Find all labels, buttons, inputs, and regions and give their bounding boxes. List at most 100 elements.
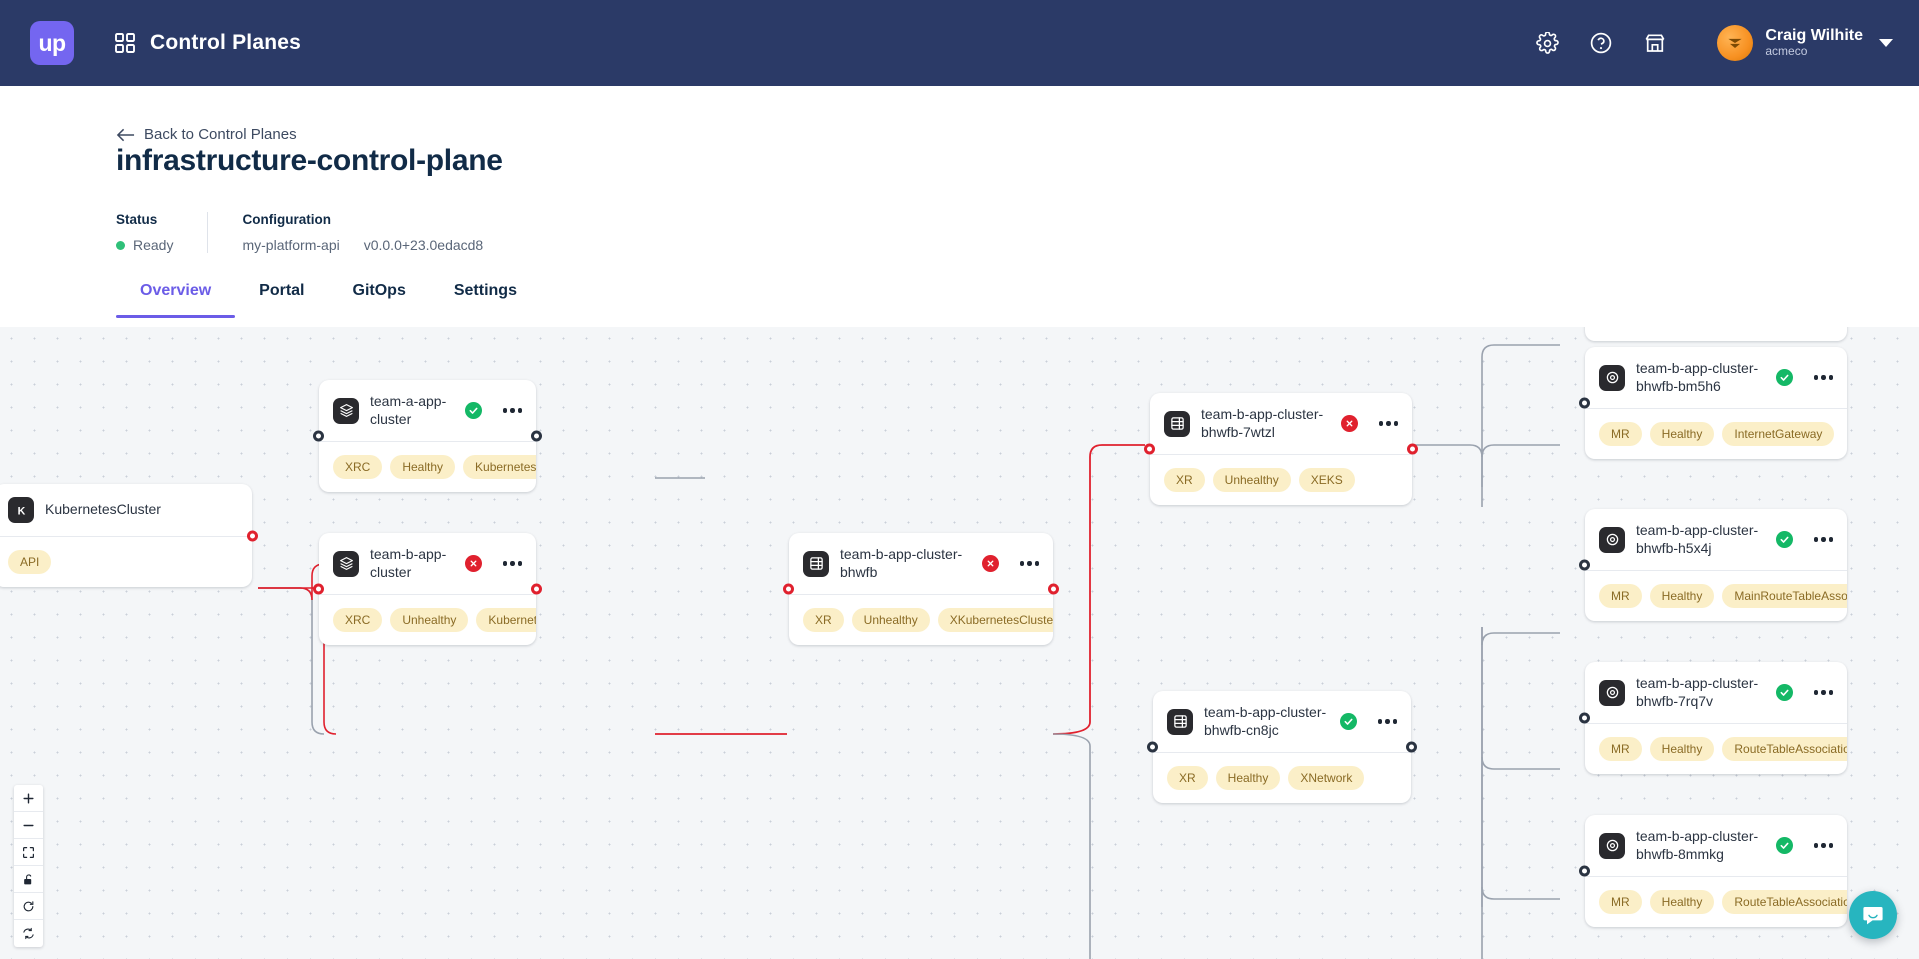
status-dot-icon	[116, 240, 125, 250]
graph-node[interactable]: team-b-app-cluster-bhwfb XR Unhealthy XK…	[783, 533, 1059, 645]
status-unhealthy-icon	[981, 555, 999, 572]
node-handle-left[interactable]	[783, 583, 794, 595]
node-divider	[1153, 752, 1411, 753]
node-handle-right[interactable]	[247, 530, 258, 541]
node-handle-right[interactable]	[531, 430, 542, 442]
node-divider	[319, 441, 536, 442]
resource-graph-canvas[interactable]: K KubernetesCluster API team-a-app-clust…	[0, 327, 1919, 959]
node-menu-button[interactable]	[502, 408, 522, 413]
node-handle-right[interactable]	[1048, 583, 1059, 595]
node-tags: XRC Healthy KubernetesCluster	[319, 442, 536, 492]
composite-icon	[1167, 708, 1193, 735]
tab-overview[interactable]: Overview	[116, 282, 236, 318]
page-title: infrastructure-control-plane	[116, 144, 503, 177]
node-tags: MR Healthy InternetGateway	[1585, 409, 1847, 459]
node-handle-left[interactable]	[1579, 397, 1590, 409]
graph-node[interactable]: team-b-app-cluster-bhwfb-h5x4j MR Health…	[1579, 509, 1847, 621]
node-tag: MR	[1599, 584, 1642, 608]
graph-node[interactable]: team-b-app-cluster-bhwfb-8mmkg MR Health…	[1579, 815, 1847, 927]
node-handle-left[interactable]	[1579, 559, 1590, 571]
node-handle-left[interactable]	[313, 583, 324, 595]
sync-icon[interactable]	[14, 920, 43, 947]
upbound-logo[interactable]: up	[30, 21, 74, 65]
node-menu-button[interactable]	[1377, 719, 1397, 724]
node-menu-button[interactable]	[1813, 843, 1833, 848]
chat-bubble-icon[interactable]	[1849, 891, 1897, 939]
zoom-out-icon[interactable]	[14, 812, 43, 839]
node-menu-button[interactable]	[1019, 561, 1039, 566]
grid-icon[interactable]	[114, 32, 136, 54]
node-tag: MR	[1599, 737, 1642, 761]
node-handle-left[interactable]	[1144, 443, 1155, 455]
node-tag: XNetwork	[1288, 766, 1365, 790]
node-title: KubernetesCluster	[45, 501, 161, 518]
fit-view-icon[interactable]	[14, 839, 43, 866]
graph-node[interactable]	[1585, 327, 1847, 341]
status-healthy-icon	[1775, 531, 1793, 548]
node-tag: XR	[1164, 468, 1205, 492]
zoom-in-icon[interactable]	[14, 785, 43, 812]
node-tag: InternetGateway	[1722, 422, 1835, 446]
graph-node[interactable]: team-b-app-cluster-bhwfb-bm5h6 MR Health…	[1579, 347, 1847, 459]
status-unhealthy-icon	[464, 555, 482, 572]
node-tag: MainRouteTableAssociation	[1722, 584, 1847, 608]
node-tags: XR Unhealthy XKubernetesCluster	[789, 595, 1053, 645]
graph-node[interactable]: team-a-app-cluster XRC Healthy Kubernete…	[313, 380, 542, 492]
node-divider	[1585, 570, 1847, 571]
node-title: team-b-app-cluster-bhwfb-bm5h6	[1636, 360, 1759, 394]
graph-node[interactable]: team-b-app-cluster-bhwfb-7wtzl XR Unheal…	[1144, 393, 1418, 505]
node-menu-button[interactable]	[1813, 375, 1833, 380]
node-handle-right[interactable]	[1406, 741, 1417, 753]
node-tags: XR Healthy XNetwork	[1153, 753, 1411, 803]
graph-node[interactable]: team-b-app-cluster-bhwfb-cn8jc XR Health…	[1147, 691, 1417, 803]
node-divider	[319, 594, 536, 595]
node-tags: MR Healthy MainRouteTableAssociation	[1585, 571, 1847, 621]
status-value: Ready	[133, 237, 174, 253]
composite-icon	[803, 550, 829, 577]
gear-icon[interactable]	[1533, 29, 1561, 57]
graph-node[interactable]: team-b-app-cluster-bhwfb-7rq7v MR Health…	[1579, 662, 1847, 774]
node-divider	[0, 536, 252, 537]
refresh-icon[interactable]	[14, 893, 43, 920]
node-menu-button[interactable]	[1378, 421, 1398, 426]
tab-portal[interactable]: Portal	[259, 282, 305, 299]
node-tag: MR	[1599, 890, 1642, 914]
node-tag: Healthy	[1215, 766, 1281, 790]
node-title: team-a-app-cluster	[370, 393, 447, 427]
status-badge: Ready	[116, 237, 173, 253]
configuration-name: my-platform-api	[242, 237, 340, 253]
node-header: team-b-app-cluster-bhwfb-cn8jc	[1153, 691, 1411, 752]
node-header: team-b-app-cluster-bhwfb-h5x4j	[1585, 509, 1847, 570]
status-unhealthy-icon	[1340, 415, 1358, 432]
help-circle-icon[interactable]	[1587, 29, 1615, 57]
node-handle-left[interactable]	[1147, 741, 1158, 753]
status-healthy-icon	[1775, 837, 1793, 854]
avatar	[1717, 25, 1754, 61]
marketplace-icon[interactable]	[1641, 29, 1669, 57]
node-handle-left[interactable]	[1579, 865, 1590, 877]
node-menu-button[interactable]	[1813, 690, 1833, 695]
graph-node[interactable]: K KubernetesCluster API	[0, 484, 258, 587]
node-handle-right[interactable]	[531, 583, 542, 595]
node-tag: XKubernetesCluster	[937, 608, 1053, 632]
page-header: Back to Control Planes infrastructure-co…	[0, 86, 1919, 327]
tab-gitops[interactable]: GitOps	[352, 282, 406, 299]
graph-node[interactable]: team-b-app-cluster XRC Unhealthy Kuberne…	[313, 533, 542, 645]
lock-icon[interactable]	[14, 866, 43, 893]
tab-settings[interactable]: Settings	[453, 282, 517, 299]
user-menu[interactable]: Craig Wilhite acmeco	[1717, 25, 1893, 61]
node-menu-button[interactable]	[1813, 537, 1833, 542]
node-handle-left[interactable]	[1579, 712, 1590, 724]
node-tag: XRC	[333, 608, 383, 632]
node-handle-left[interactable]	[313, 430, 324, 442]
back-to-control-planes-link[interactable]: Back to Control Planes	[116, 126, 297, 143]
node-menu-button[interactable]	[502, 561, 522, 566]
chevron-down-icon[interactable]	[1879, 39, 1893, 47]
node-tag: Healthy	[1649, 737, 1715, 761]
control-plane-meta: Status Ready Configuration my-platform-a…	[116, 212, 483, 253]
status-healthy-icon	[1775, 369, 1793, 386]
node-handle-right[interactable]	[1407, 443, 1418, 455]
node-tag: Healthy	[1649, 584, 1715, 608]
status-healthy-icon	[1775, 684, 1793, 701]
node-header: team-b-app-cluster	[319, 533, 536, 594]
